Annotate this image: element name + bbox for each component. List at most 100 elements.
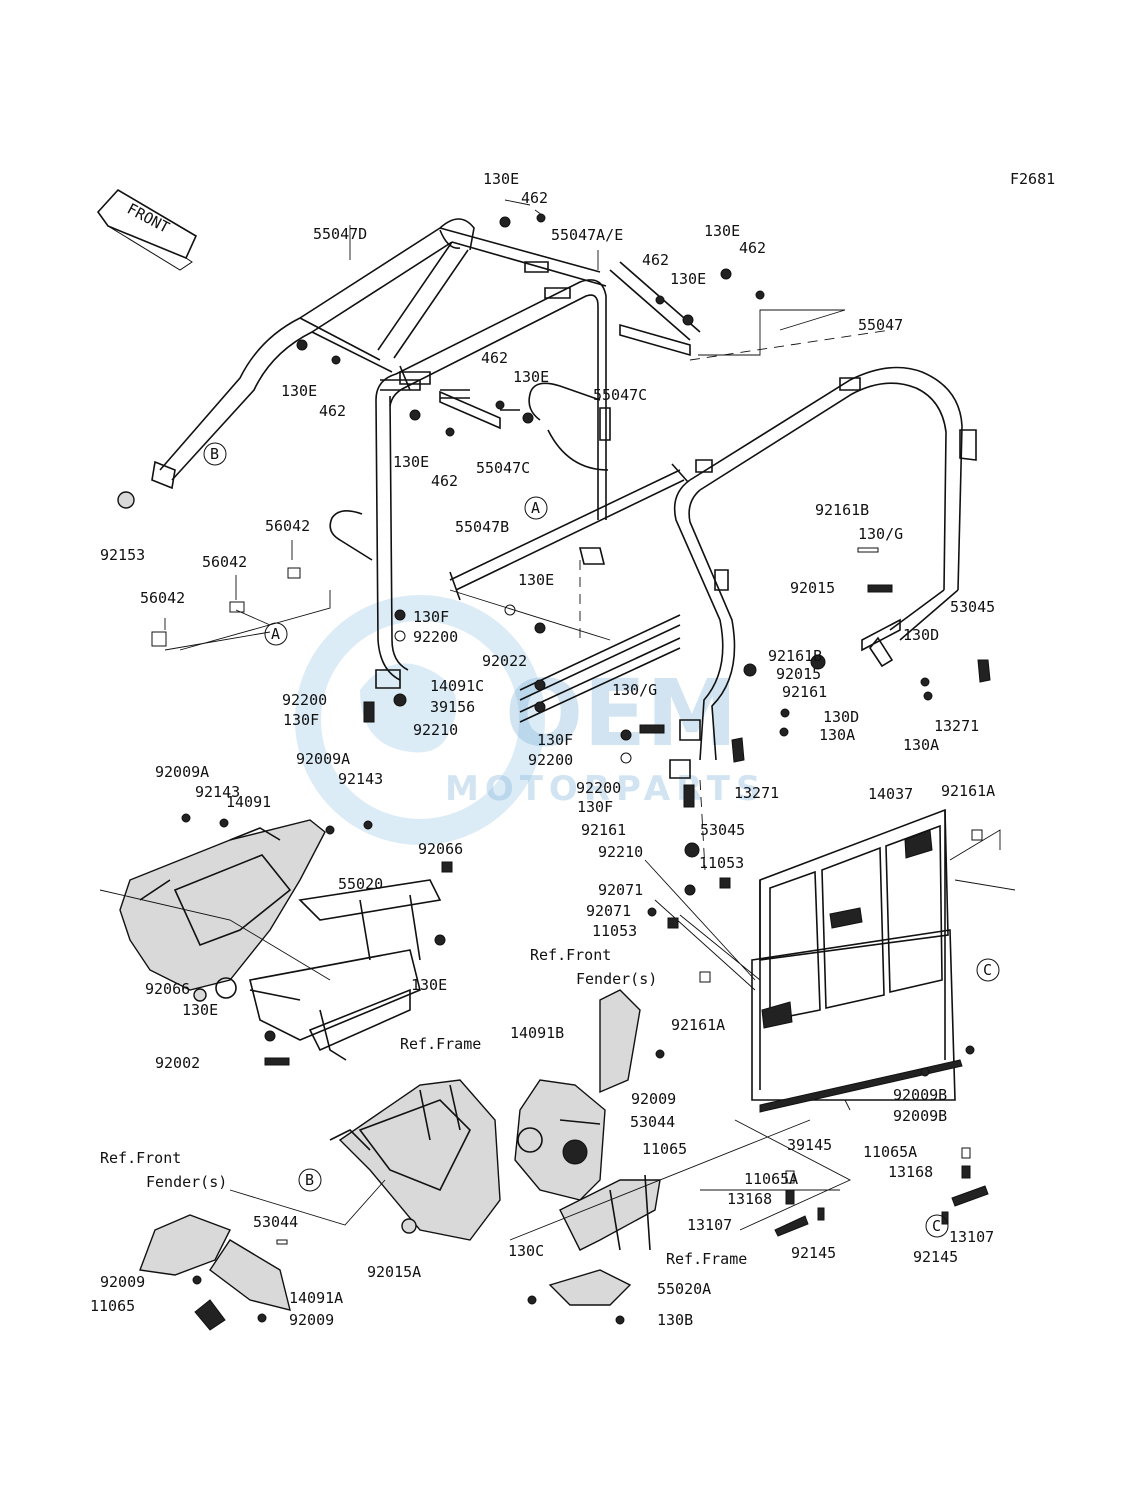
part-label-130f: 130F (577, 798, 613, 816)
part-label-92161a: 92161A (941, 782, 995, 800)
svg-text:B: B (210, 445, 219, 463)
part-label-55020a: 55020A (657, 1280, 711, 1298)
ref-marker-b-1: B (203, 442, 227, 466)
part-label-13168: 13168 (888, 1163, 933, 1181)
part-label-13168: 13168 (727, 1190, 772, 1208)
part-label-92161: 92161 (581, 821, 626, 839)
part-label-55047a-e: 55047A/E (551, 226, 623, 244)
part-label-462: 462 (642, 251, 669, 269)
part-label-11065a: 11065A (744, 1170, 798, 1188)
part-label-462: 462 (431, 472, 458, 490)
part-label-130f: 130F (413, 608, 449, 626)
roll-cage-assembly (151, 218, 977, 779)
part-label-130f: 130F (537, 731, 573, 749)
ref-marker-a-1: A (524, 496, 548, 520)
lower-cover-14091a (139, 1214, 291, 1331)
part-label-130e: 130E (483, 170, 519, 188)
part-label-39156: 39156 (430, 698, 475, 716)
part-label-92200: 92200 (528, 751, 573, 769)
part-label-92145: 92145 (913, 1248, 958, 1266)
svg-text:A: A (531, 499, 540, 517)
part-label-92009: 92009 (100, 1273, 145, 1291)
part-label-92200: 92200 (576, 779, 621, 797)
part-label-92015a: 92015A (367, 1263, 421, 1281)
part-label-11065a: 11065A (863, 1143, 917, 1161)
ref-marker-a-2: A (264, 622, 288, 646)
rear-screen-14037 (751, 808, 963, 1113)
part-label-92145: 92145 (791, 1244, 836, 1262)
part-label-92161b: 92161B (815, 501, 869, 519)
part-label-130e: 130E (518, 571, 554, 589)
part-label-130a: 130A (903, 736, 939, 754)
part-label-92161: 92161 (782, 683, 827, 701)
part-label-92066: 92066 (418, 840, 463, 858)
watermark-sub-text: MOTORPARTS (445, 769, 766, 809)
part-label-130d: 130D (903, 626, 939, 644)
part-label-92143: 92143 (338, 770, 383, 788)
part-label-11053: 11053 (699, 854, 744, 872)
part-label-462: 462 (319, 402, 346, 420)
part-label-14091a: 14091A (289, 1289, 343, 1307)
part-label-462: 462 (481, 349, 508, 367)
part-label-11053: 11053 (592, 922, 637, 940)
part-label-53044: 53044 (253, 1213, 298, 1231)
part-label-130e: 130E (411, 976, 447, 994)
part-label-92153: 92153 (100, 546, 145, 564)
part-label-130e: 130E (513, 368, 549, 386)
svg-text:B: B (305, 1171, 314, 1189)
ref-markers: A A B B C C (203, 442, 1000, 1238)
lower-guard-55020a (548, 1174, 661, 1306)
part-label-92009: 92009 (289, 1311, 334, 1329)
fasteners (117, 213, 991, 1325)
part-label-92009a: 92009A (296, 750, 350, 768)
part-label-92015: 92015 (776, 665, 821, 683)
part-label-14091b: 14091B (510, 1024, 564, 1042)
part-label-92009b: 92009B (893, 1107, 947, 1125)
part-label-130d: 130D (823, 708, 859, 726)
ref-marker-c-1: C (976, 958, 1000, 982)
part-label-13271: 13271 (734, 784, 779, 802)
part-label-130-g: 130/G (612, 681, 657, 699)
part-label-130-g: 130/G (858, 525, 903, 543)
part-label-13107: 13107 (687, 1216, 732, 1234)
part-label-92009a: 92009A (155, 763, 209, 781)
part-label-55047b: 55047B (455, 518, 509, 536)
part-label-92161a: 92161A (671, 1016, 725, 1034)
part-label-14091: 14091 (226, 793, 271, 811)
part-label-130e: 130E (704, 222, 740, 240)
part-label-92002: 92002 (155, 1054, 200, 1072)
figure-code: F2681 (1010, 170, 1055, 188)
ref-frame-top: Ref.Frame (400, 1035, 481, 1053)
part-label-92015: 92015 (790, 579, 835, 597)
part-label-39145: 39145 (787, 1136, 832, 1154)
part-label-92161b: 92161B (768, 647, 822, 665)
part-label-55047c: 55047C (476, 459, 530, 477)
part-label-13107: 13107 (949, 1228, 994, 1246)
watermark-main-text: OEM (505, 660, 738, 767)
part-label-56042: 56042 (265, 517, 310, 535)
part-label-56042: 56042 (140, 589, 185, 607)
ref-frame-bottom: Ref.Frame (666, 1250, 747, 1268)
skid-plate-14091b (514, 989, 641, 1201)
part-label-55047c: 55047C (593, 386, 647, 404)
leader-lines (99, 199, 1016, 1241)
part-label-53045: 53045 (700, 821, 745, 839)
svg-text:C: C (932, 1217, 941, 1235)
part-label-92009: 92009 (631, 1090, 676, 1108)
part-label-92200: 92200 (282, 691, 327, 709)
svg-text:C: C (983, 961, 992, 979)
ref-marker-c-2: C (925, 1214, 949, 1238)
front-arrow-label: FRONT (124, 200, 172, 237)
part-label-92210: 92210 (598, 843, 643, 861)
part-label-14037: 14037 (868, 785, 913, 803)
part-label-55047d: 55047D (313, 225, 367, 243)
watermark-logo: OEM MOTORPARTS (295, 595, 766, 845)
part-label-11065: 11065 (90, 1297, 135, 1315)
part-label-462: 462 (521, 189, 548, 207)
part-label-92009b: 92009B (893, 1086, 947, 1104)
front-bumper-assembly (119, 819, 442, 1061)
